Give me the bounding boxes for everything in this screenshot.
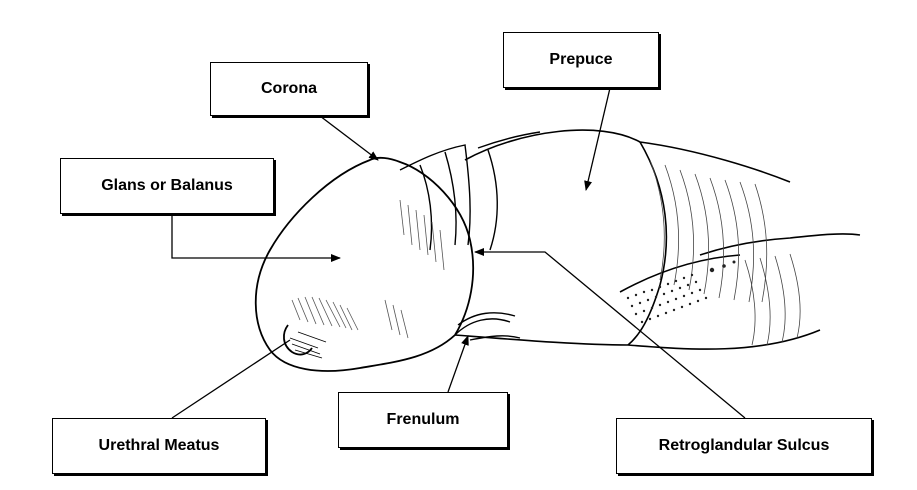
label-urethral-meatus: Urethral Meatus	[52, 418, 266, 474]
shaft-hatching	[649, 159, 801, 346]
arrow-glans	[171, 214, 341, 262]
shaft-drawing	[454, 129, 861, 350]
frenulum-folds	[454, 312, 521, 341]
urethral-meatus-drawing	[283, 324, 327, 359]
arrow-corona	[319, 115, 379, 161]
arrow-retro	[474, 248, 746, 419]
arrow-urethral	[171, 339, 291, 419]
arrow-frenulum	[447, 335, 469, 393]
arrow-prepuce	[584, 87, 611, 191]
prepuce-folds	[399, 131, 541, 251]
label-glans: Glans or Balanus	[60, 158, 274, 214]
label-retroglandular-sulcus: Retroglandular Sulcus	[616, 418, 872, 474]
glans-drawing	[254, 156, 475, 372]
dotted-texture	[626, 260, 736, 324]
glans-hatching	[291, 199, 445, 339]
leader-lines	[171, 87, 746, 419]
label-corona: Corona	[210, 62, 368, 116]
label-prepuce: Prepuce	[503, 32, 659, 88]
label-frenulum: Frenulum	[338, 392, 508, 448]
